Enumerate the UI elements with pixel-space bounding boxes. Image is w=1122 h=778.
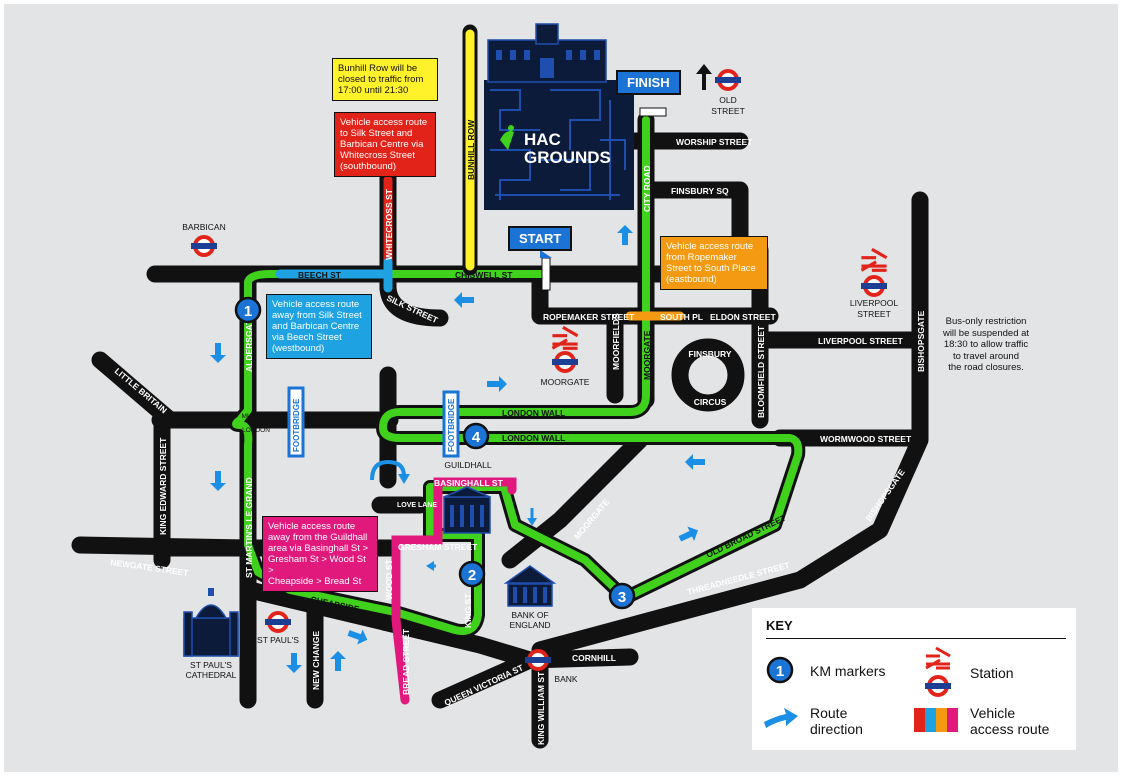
street-wood-st: WOOD ST [384, 559, 394, 600]
guildhall-icon [443, 486, 491, 534]
north-arrow-icon [696, 64, 712, 90]
km-marker-1: 1 [234, 296, 262, 324]
street-st-martins-le-grand: ST MARTIN'S LE GRAND [244, 477, 254, 578]
key-symbols: 1 [764, 646, 958, 732]
key-km-markers-label: KM markers [810, 663, 886, 679]
key-station-label: Station [970, 665, 1014, 681]
street-king-edward-street: KING EDWARD STREET [158, 437, 168, 535]
start-flag: START [508, 226, 573, 251]
street-moorgate-north: MOORGATE [642, 330, 652, 380]
km-marker-2: 2 [458, 560, 486, 588]
street-basinghall-st: BASINGHALL ST [434, 478, 504, 488]
landmark-museum-of-london-1: MUSEUM [242, 413, 271, 420]
station-old-street-label-2: STREET [711, 106, 745, 116]
key-vehicle-access-swatch [914, 708, 958, 732]
bank-of-england-icon [503, 565, 557, 607]
km-markers: 1 2 3 4 [234, 296, 636, 610]
start-pointer-icon [540, 250, 552, 258]
street-chiswell-st: CHISWELL ST [455, 270, 513, 280]
finish-line-icon [639, 107, 667, 117]
start-marker [541, 257, 551, 291]
race-route [229, 113, 806, 638]
vehicle-access-routes [275, 175, 685, 705]
svg-text:3: 3 [618, 589, 626, 606]
landmark-guildhall: GUILDHALL [444, 460, 492, 470]
key-km-marker-number: 1 [776, 663, 784, 680]
km-marker-3: 3 [608, 582, 636, 610]
street-bread-street: BREAD STREET [401, 628, 411, 695]
street-gresham-street: GRESHAM STREET [398, 542, 478, 552]
key-divider [766, 638, 1066, 639]
station-liverpool-street-label-2: STREET [857, 309, 891, 319]
station-liverpool-street-label-1: LIVERPOOL [850, 298, 898, 308]
footbridge-west-label: FOOTBRIDGE [292, 398, 301, 452]
guildhall-access [391, 477, 517, 705]
station-st-pauls-label: ST PAUL'S [257, 635, 299, 645]
station-barbican-label: BARBICAN [182, 222, 225, 232]
key-roundel-icon [925, 675, 951, 697]
landmark-st-pauls-cathedral-1: ST PAUL'S [190, 660, 232, 670]
roads [71, 111, 929, 749]
street-moorfields: MOORFIELDS [611, 313, 621, 370]
station-moorgate-label: MOORGATE [541, 377, 590, 387]
finish-flag: FINISH [616, 70, 681, 95]
key-title: KEY [766, 618, 793, 633]
station-bank-label: BANK [554, 674, 577, 684]
landmark-museum-of-london-2: OF [251, 420, 260, 427]
key-route-direction-icon [764, 708, 798, 728]
hac-grounds [484, 23, 634, 210]
svg-text:4: 4 [472, 429, 481, 446]
landmark-museum-of-london-3: LONDON [242, 427, 270, 434]
venue-name-line1: HAC [524, 130, 561, 149]
station-old-street-label-1: OLD [719, 95, 736, 105]
street-bishopsgate-north: BISHOPSGATE [916, 310, 926, 372]
street-london-wall-north: LONDON WALL [502, 408, 565, 418]
street-bloomfield-street: BLOOMFIELD STREET [756, 325, 766, 418]
svg-text:2: 2 [468, 567, 476, 584]
street-king-william-st: KING WILLIAM ST [536, 671, 546, 745]
st-pauls-cathedral-icon [183, 588, 239, 657]
street-king-st: KING ST [463, 593, 473, 628]
street-worship-street: WORSHIP STREET [676, 137, 753, 147]
street-bunhill-row: BUNHILL ROW [466, 119, 476, 180]
street-london-wall-south: LONDON WALL [502, 433, 565, 443]
footbridge-west [287, 386, 305, 458]
street-cornhill: CORNHILL [572, 653, 616, 663]
km-marker-4: 4 [462, 422, 490, 450]
street-whitecross-st: WHITECROSS ST [384, 188, 394, 260]
footbridge-east [442, 390, 460, 458]
street-love-lane: LOVE LANE [397, 502, 437, 509]
key-km-marker-icon [766, 656, 794, 684]
street-ropemaker-street: ROPEMAKER STREET [543, 312, 635, 322]
key-national-rail-icon [925, 646, 951, 670]
street-wormwood-street: WORMWOOD STREET [820, 434, 912, 444]
street-south-pl: SOUTH PL [660, 312, 703, 322]
venue-name-line2: GROUNDS [524, 148, 611, 167]
street-finsbury-sq: FINSBURY SQ [671, 186, 729, 196]
street-liverpool-street: LIVERPOOL STREET [818, 336, 904, 346]
landmark-st-pauls-cathedral-2: CATHEDRAL [186, 670, 237, 680]
street-city-road: CITY ROAD [642, 165, 652, 212]
street-beech-st: BEECH ST [298, 270, 342, 280]
street-aldersgate-st: ALDERSGATE ST [244, 300, 254, 372]
landmark-finsbury-circus-1: FINSBURY [688, 349, 731, 359]
svg-text:1: 1 [244, 303, 252, 320]
street-eldon-street: ELDON STREET [710, 312, 776, 322]
landmark-bank-of-england-2: ENGLAND [509, 620, 550, 630]
street-new-change: NEW CHANGE [311, 631, 321, 690]
footbridge-east-label: FOOTBRIDGE [447, 398, 456, 452]
landmark-finsbury-circus-2: CIRCUS [694, 397, 727, 407]
route-direction-arrows [210, 225, 705, 673]
landmark-bank-of-england-1: BANK OF [511, 610, 548, 620]
